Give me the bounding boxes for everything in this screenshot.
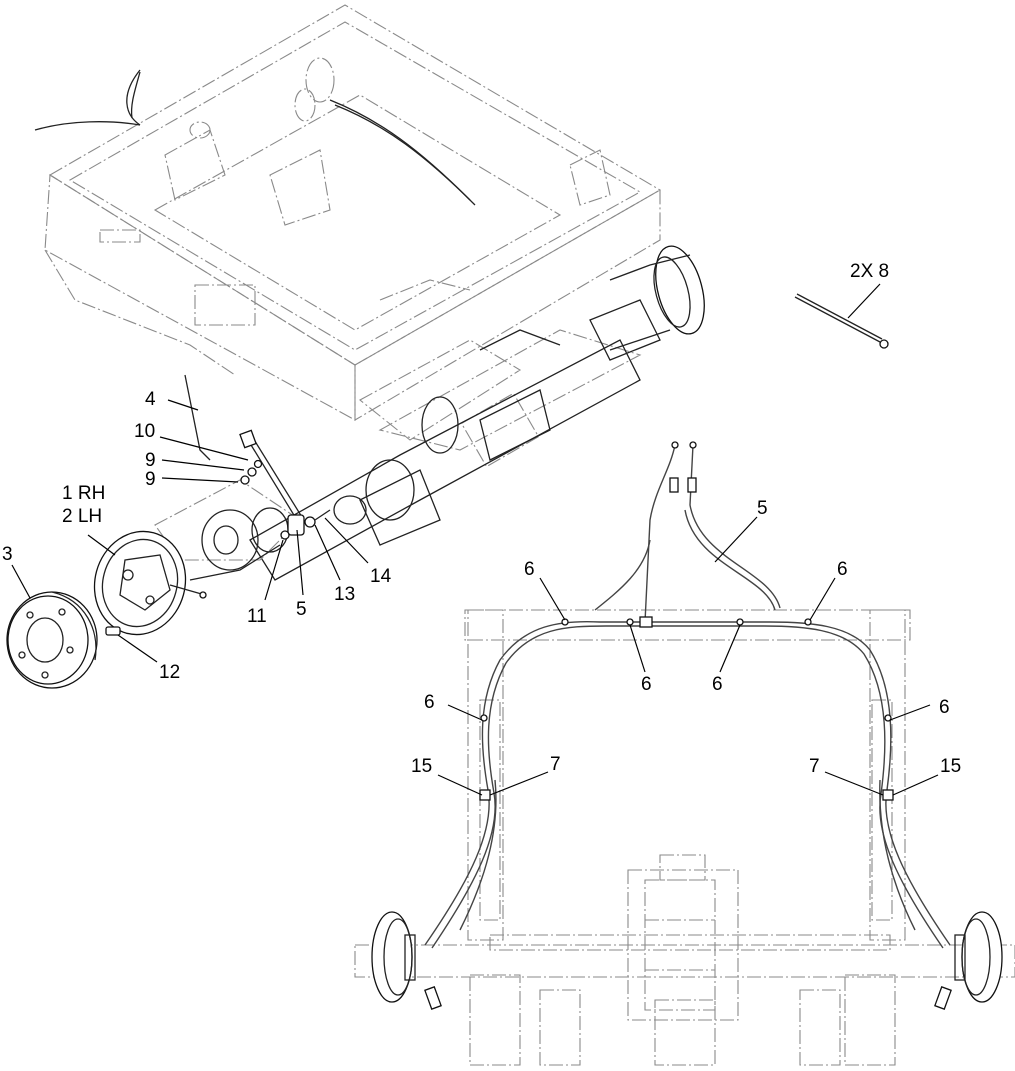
callout-5-upper: 5 (296, 599, 307, 620)
callout-9-lower: 9 (145, 469, 156, 490)
callout-5-lower: 5 (757, 498, 768, 519)
callout-11: 11 (247, 606, 267, 627)
callout-14: 14 (370, 566, 392, 587)
upper-frame-ghost (44, 4, 662, 468)
lug-bolt (105, 626, 121, 636)
brake-linkage (239, 429, 331, 540)
axle-assembly (184, 329, 641, 581)
lower-left-drum (371, 911, 442, 1010)
callout-10: 10 (134, 421, 155, 442)
callout-1-rh: 1 RH (62, 483, 105, 504)
callout-7-right: 7 (809, 756, 820, 777)
callout-6-top-left: 6 (524, 559, 535, 580)
callout-9-upper: 9 (145, 450, 156, 471)
callout-15-left: 15 (411, 756, 432, 777)
callout-12: 12 (159, 662, 180, 683)
lower-brake-cables (424, 441, 951, 949)
lower-right-drum (934, 911, 1003, 1010)
brake-drum (6, 591, 98, 689)
cable-tie (794, 293, 889, 349)
callout-4: 4 (145, 389, 156, 410)
lower-frame-ghost (354, 609, 1015, 1066)
callout-6-side-right: 6 (939, 697, 950, 718)
leader-lines (11, 283, 939, 796)
callout-7-left: 7 (550, 754, 561, 775)
callout-6-top-right: 6 (837, 559, 848, 580)
callout-3: 3 (2, 544, 13, 565)
callout-15-right: 15 (940, 756, 961, 777)
callout-2-lh: 2 LH (62, 506, 102, 527)
upper-frame-cables (34, 69, 476, 206)
upper-right-brake-drum (589, 245, 705, 361)
brake-shoe-assembly (93, 530, 207, 636)
callout-13: 13 (334, 584, 355, 605)
callout-2x8: 2X 8 (850, 261, 889, 282)
callout-labels: 2X 8 4 10 9 9 1 RH 2 LH 3 11 5 13 14 12 … (2, 261, 961, 777)
callout-6-center-left: 6 (641, 674, 652, 695)
callout-6-side-left: 6 (424, 692, 435, 713)
transmission-unit (627, 854, 739, 1021)
callout-6-center-right: 6 (712, 674, 723, 695)
